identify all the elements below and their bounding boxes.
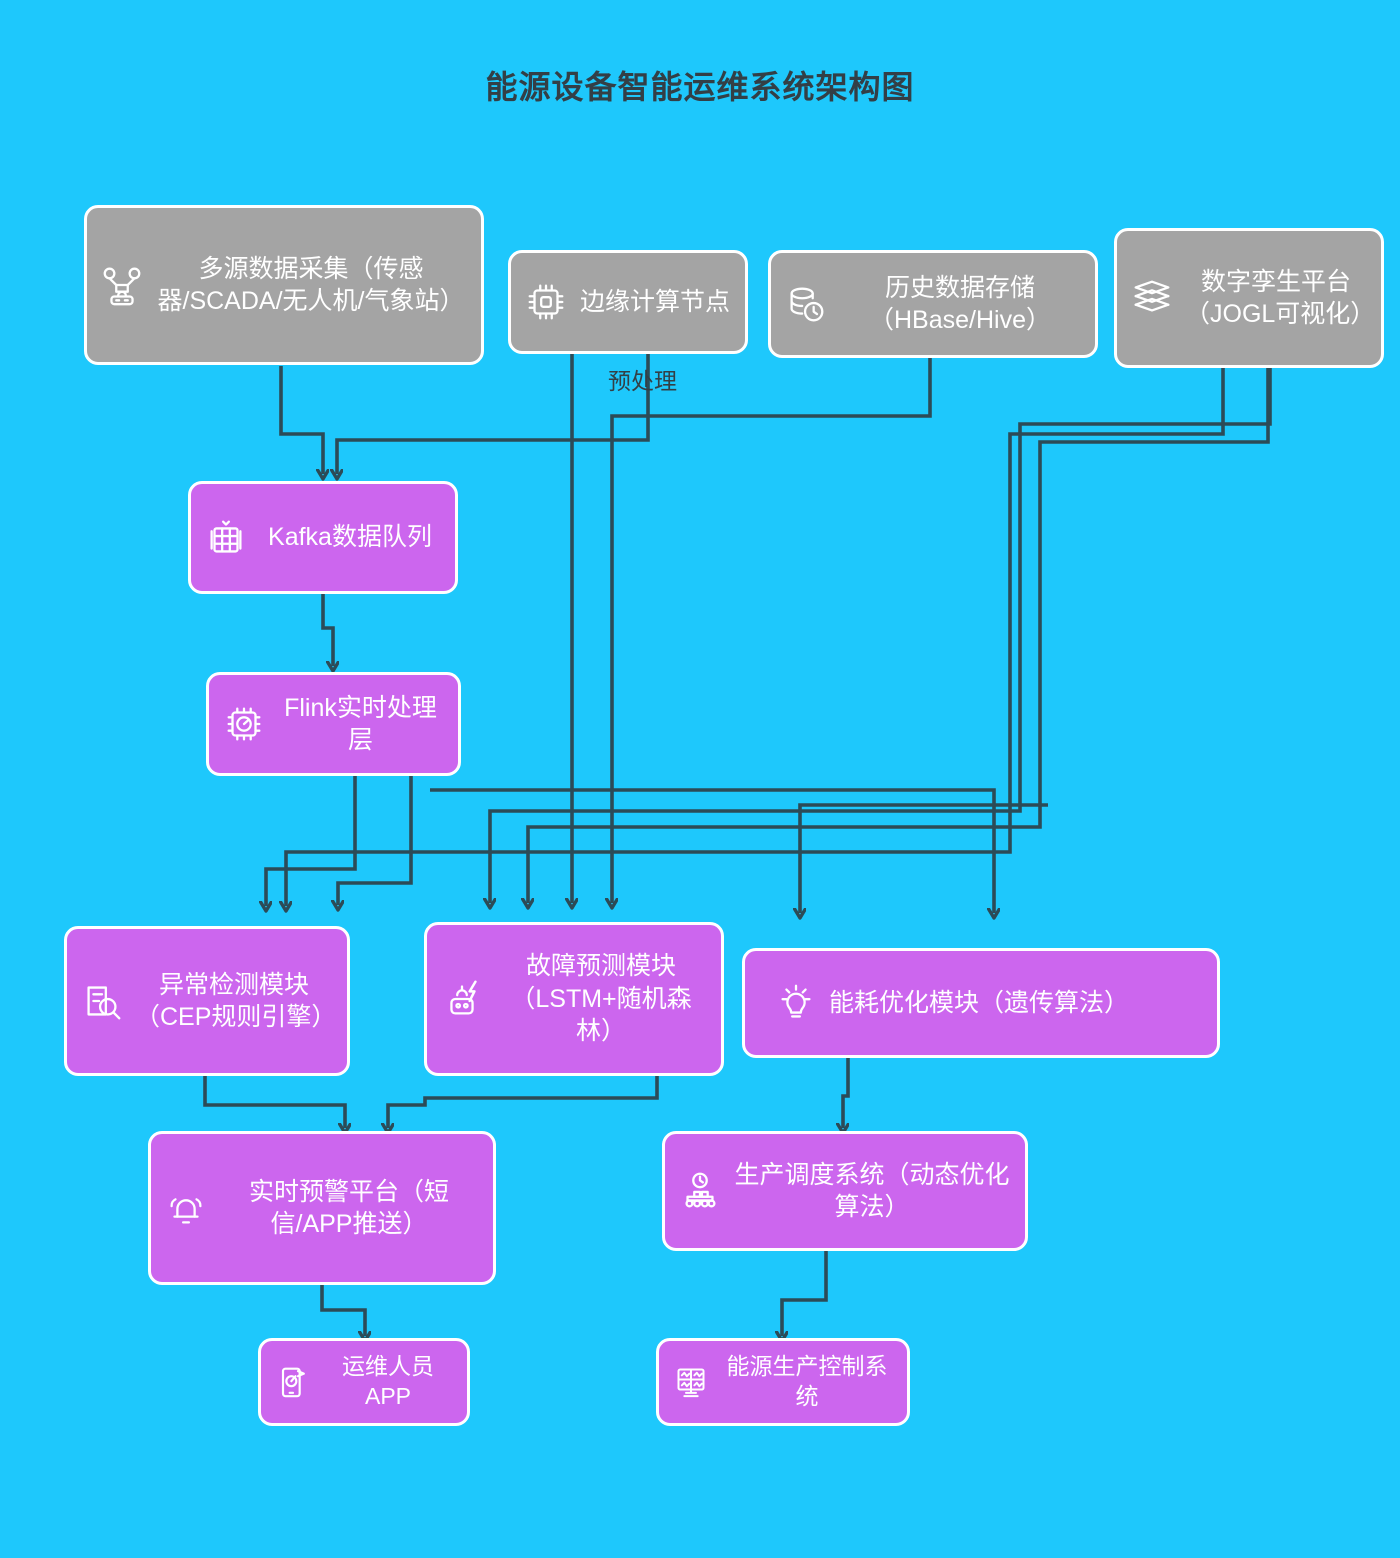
- node-label: 多源数据采集（传感器/SCADA/无人机/气象站）: [157, 254, 465, 316]
- edge-energy-schedule: [843, 1058, 850, 1128]
- edge-kafka-flink: [321, 594, 333, 666]
- node-label: 运维人员APP: [342, 1353, 434, 1409]
- node-history-storage[interactable]: 历史数据存储（HBase/Hive）: [768, 250, 1098, 358]
- node-label: 历史数据存储（HBase/Hive）: [869, 273, 1051, 335]
- control-panel-icon: [671, 1362, 711, 1402]
- node-label: Flink实时处理层: [284, 693, 437, 755]
- node-label: 故障预测模块（LSTM+随机森林）: [510, 952, 692, 1046]
- conveyor-clock-icon: [677, 1168, 723, 1214]
- edge-flink-anomaly: [266, 776, 357, 906]
- node-label: 实时预警平台（短信/APP推送）: [248, 1177, 449, 1239]
- edge-schedule-control: [782, 1250, 828, 1336]
- node-label: 边缘计算节点: [579, 287, 730, 316]
- page-title: 能源设备智能运维系统架构图: [485, 69, 915, 105]
- node-edge-computing[interactable]: 边缘计算节点: [508, 250, 748, 354]
- edge-edgenode-kafka: [337, 352, 650, 474]
- node-label: 异常检测模块（CEP规则引擎）: [135, 970, 337, 1032]
- lightbulb-icon: [773, 980, 819, 1026]
- queue-icon: [203, 515, 249, 561]
- node-fault-prediction[interactable]: 故障预测模块（LSTM+随机森林）: [424, 922, 724, 1076]
- node-label: 生产调度系统（动态优化算法）: [734, 1160, 1010, 1222]
- edge-twin-anomaly: [286, 366, 1225, 906]
- edge-alert-opsapp: [320, 1284, 365, 1336]
- edge-twin-fault: [528, 366, 1270, 903]
- node-label: Kafka数据队列: [268, 523, 432, 552]
- node-anomaly-detection[interactable]: 异常检测模块（CEP规则引擎）: [64, 926, 350, 1076]
- bell-icon: [163, 1185, 209, 1231]
- node-energy-control-system[interactable]: 能源生产控制系统: [656, 1338, 910, 1426]
- node-kafka-queue[interactable]: Kafka数据队列: [188, 481, 458, 594]
- edge-history-fault: [490, 358, 1272, 903]
- edge-anomaly-alert: [203, 1076, 345, 1128]
- mobile-chart-icon: [273, 1362, 313, 1402]
- edge-flink-fault: [338, 776, 413, 905]
- edge-fault-alert: [388, 1076, 659, 1128]
- node-production-scheduling[interactable]: 生产调度系统（动态优化算法）: [662, 1131, 1028, 1251]
- edge-history-kafka: [612, 358, 932, 903]
- database-clock-icon: [783, 281, 829, 327]
- node-flink-layer[interactable]: Flink实时处理层: [206, 672, 461, 776]
- node-label: 数字孪生平台（JOGL可视化）: [1185, 267, 1376, 329]
- node-ops-app[interactable]: 运维人员APP: [258, 1338, 470, 1426]
- edge-label-preprocess: 预处理: [608, 368, 677, 394]
- node-label: 能源生产控制系统: [726, 1353, 888, 1409]
- chip-gauge-icon: [221, 701, 267, 747]
- robot-bolt-icon: [439, 976, 485, 1022]
- cpu-chip-icon: [523, 279, 569, 325]
- drone-icon: [99, 262, 145, 308]
- node-multi-source-collection[interactable]: 多源数据采集（传感器/SCADA/无人机/气象站）: [84, 205, 484, 365]
- node-digital-twin[interactable]: 数字孪生平台（JOGL可视化）: [1114, 228, 1384, 368]
- node-energy-optimization[interactable]: 能耗优化模块（遗传算法）: [742, 948, 1220, 1058]
- edge-twin-energy: [800, 803, 1048, 913]
- layers-stack-icon: [1129, 275, 1175, 321]
- edge-collect-kafka: [279, 366, 323, 474]
- node-label: 能耗优化模块（遗传算法）: [829, 988, 1130, 1017]
- edge-flink-energy: [430, 788, 994, 913]
- node-alert-platform[interactable]: 实时预警平台（短信/APP推送）: [148, 1131, 496, 1285]
- rules-search-icon: [79, 978, 125, 1024]
